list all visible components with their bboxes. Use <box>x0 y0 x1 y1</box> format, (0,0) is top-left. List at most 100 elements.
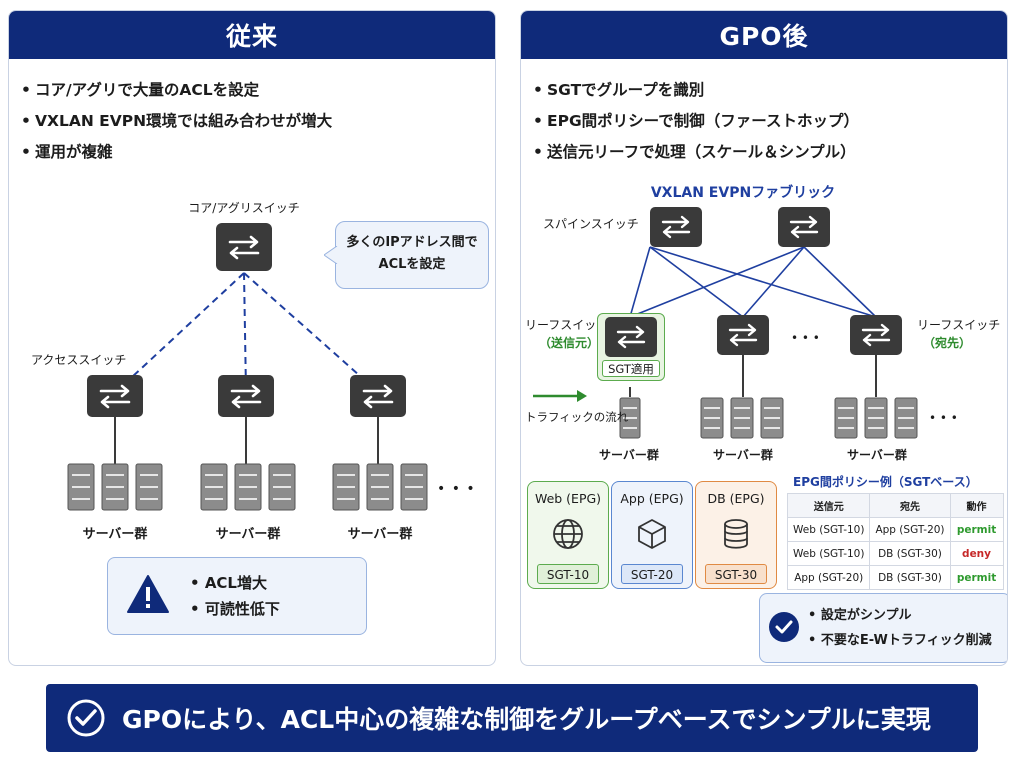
server-group-label: サーバー群 <box>847 448 907 462</box>
table-cell: App (SGT-20) <box>869 517 951 542</box>
access-switch-icon <box>218 375 274 421</box>
benefits-list: • 設定がシンプル • 不要なE-Wトラフィック削減 <box>808 608 992 648</box>
leaf-source-label: （送信元） <box>539 336 600 350</box>
epg-name: Web (EPG) <box>534 491 602 506</box>
column-header: 動作 <box>949 493 1004 518</box>
table-row: Web (SGT-10) DB (SGT-30) deny <box>786 541 1004 566</box>
table-header-row: 送信元 宛先 動作 <box>786 493 1004 518</box>
epg-db: DB (EPG) SGT-30 <box>695 481 777 589</box>
before-title: 従来 <box>9 11 495 59</box>
callout-line: 多くのIPアドレス間で <box>346 235 478 250</box>
database-icon <box>724 519 748 549</box>
summary-banner: GPOにより、ACL中心の複雑な制御をグループベースでシンプルに実現 <box>46 684 978 752</box>
warning-item: 可読性低下 <box>204 600 280 618</box>
table-cell: DB (SGT-30) <box>869 565 951 590</box>
leaf-switch-label: リーフスイッチ <box>525 318 609 332</box>
server-group-label: サーバー群 <box>215 527 281 542</box>
action-permit: permit <box>949 565 1004 590</box>
sgt-tag: SGT-20 <box>621 564 683 584</box>
server-rack-icon <box>332 463 428 515</box>
summary-text: GPOにより、ACL中心の複雑な制御をグループベースでシンプルに実現 <box>122 705 931 734</box>
sgt-tag: SGT-10 <box>537 564 599 584</box>
benefit-item: 不要なE-Wトラフィック削減 <box>820 633 992 648</box>
check-circle-icon <box>769 612 799 642</box>
check-circle-icon <box>67 699 105 737</box>
acl-callout: 多くのIPアドレス間で ACLを設定 <box>324 221 489 289</box>
epg-app: App (EPG) SGT-20 <box>611 481 693 589</box>
table-cell: Web (SGT-10) <box>786 541 871 566</box>
warning-item: ACL増大 <box>204 574 267 592</box>
table-cell: DB (SGT-30) <box>869 541 951 566</box>
sgt-tag: SGT-30 <box>705 564 767 584</box>
spine-switch-icon <box>778 207 830 251</box>
column-header: 送信元 <box>786 493 871 518</box>
traffic-flow-label: トラフィックの流れ <box>525 410 629 424</box>
dashed-link <box>243 272 247 392</box>
table-row: Web (SGT-10) App (SGT-20) permit <box>786 517 1004 542</box>
fabric-link <box>803 246 877 318</box>
callout-line: ACLを設定 <box>378 257 446 272</box>
sgt-applied-badge: SGT適用 <box>602 360 660 377</box>
fabric-link <box>742 246 805 318</box>
bullet-item: 運用が複雑 <box>9 137 332 168</box>
before-bullets: コア/アグリで大量のACLを設定 VXLAN EVPN環境では組み合わせが増大 … <box>9 75 332 168</box>
server-group-label: サーバー群 <box>82 527 148 542</box>
warning-box: • ACL増大 • 可読性低下 <box>107 557 367 635</box>
bullet-item: 送信元リーフで処理（スケール＆シンプル） <box>521 137 859 168</box>
core-switch-label: コア/アグリスイッチ <box>188 201 300 215</box>
epg-web: Web (EPG) SGT-10 <box>527 481 609 589</box>
core-switch-icon <box>216 223 272 275</box>
policy-title: EPG間ポリシー例（SGTベース） <box>793 475 978 489</box>
server-icon <box>619 397 641 443</box>
legacy-topology <box>114 272 379 471</box>
after-panel: GPO後 SGTでグループを識別 EPG間ポリシーで制御（ファーストホップ） 送… <box>520 10 1008 666</box>
source-leaf-box: SGT適用 <box>597 313 665 381</box>
server-group-label: サーバー群 <box>599 448 659 462</box>
warning-icon <box>127 575 169 613</box>
epg-name: App (EPG) <box>620 491 684 506</box>
cube-icon <box>638 519 666 549</box>
fabric-link <box>629 246 805 318</box>
dashed-link <box>243 272 378 392</box>
server-rack-icon <box>67 463 163 515</box>
spine-switch-icon <box>650 207 702 251</box>
more-servers-ellipsis: • • • <box>929 411 958 425</box>
after-bullets: SGTでグループを識別 EPG間ポリシーで制御（ファーストホップ） 送信元リーフ… <box>521 75 859 168</box>
access-switch-label: アクセススイッチ <box>31 353 127 367</box>
leaf-switch-icon <box>850 315 902 359</box>
bullet-item: EPG間ポリシーで制御（ファーストホップ） <box>521 106 859 137</box>
benefit-item: 設定がシンプル <box>820 608 912 623</box>
policy-table: 送信元 宛先 動作 Web (SGT-10) App (SGT-20) perm… <box>786 493 1004 590</box>
more-leaves-ellipsis: • • • <box>791 331 820 345</box>
server-group-label: サーバー群 <box>713 448 773 462</box>
dashed-link <box>116 272 245 392</box>
leaf-switch-icon <box>717 315 769 359</box>
fabric-link <box>629 246 651 318</box>
action-deny: deny <box>949 541 1004 566</box>
spine-switch-label: スパインスイッチ <box>543 217 639 231</box>
bullet-item: SGTでグループを識別 <box>521 75 859 106</box>
server-rack-icon <box>834 397 920 443</box>
fabric-topology <box>533 246 877 402</box>
warning-list: • ACL増大 • 可読性低下 <box>190 574 280 618</box>
fabric-link <box>649 246 877 318</box>
traffic-arrow <box>533 390 587 402</box>
fabric-link <box>649 246 744 318</box>
more-servers-ellipsis: • • • <box>437 481 476 497</box>
action-permit: permit <box>949 517 1004 542</box>
access-switch-icon <box>87 375 143 421</box>
leaf-switch-label: リーフスイッチ <box>917 318 1001 332</box>
table-row: App (SGT-20) DB (SGT-30) permit <box>786 565 1004 590</box>
table-cell: Web (SGT-10) <box>786 517 871 542</box>
server-rack-icon <box>700 397 786 443</box>
server-group-label: サーバー群 <box>347 527 413 542</box>
column-header: 宛先 <box>869 493 951 518</box>
globe-icon <box>553 519 583 549</box>
fabric-label: VXLAN EVPNファブリック <box>650 185 836 201</box>
after-title: GPO後 <box>521 11 1007 59</box>
bullet-item: VXLAN EVPN環境では組み合わせが増大 <box>9 106 332 137</box>
leaf-destination-label: （宛先） <box>923 336 972 350</box>
server-rack-icon <box>200 463 296 515</box>
table-cell: App (SGT-20) <box>786 565 871 590</box>
bullet-item: コア/アグリで大量のACLを設定 <box>9 75 332 106</box>
